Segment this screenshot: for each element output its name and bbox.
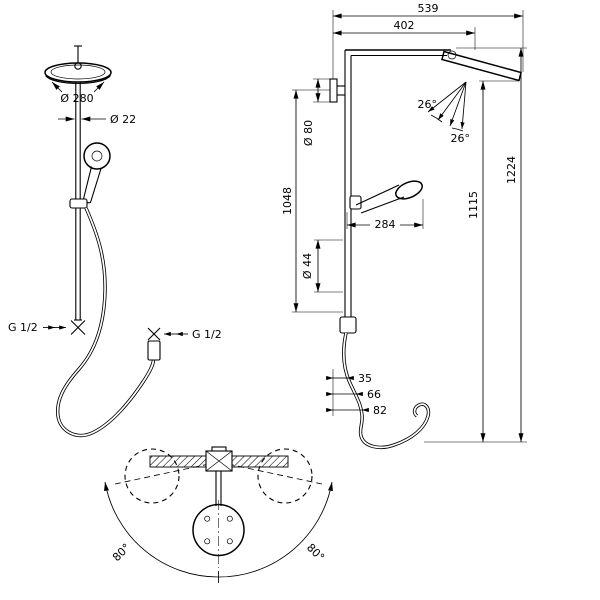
label-connection-right: G 1/2 — [192, 328, 222, 341]
dim-hose-depth-2: 66 — [367, 388, 381, 401]
wall-plate — [192, 503, 245, 557]
dim-pipe-diameter: Ø 22 — [110, 113, 136, 126]
shower-head-front — [44, 62, 112, 83]
screw-hole — [226, 538, 233, 545]
dim-riser-length: 1048 — [281, 187, 294, 215]
swivel-circle-left — [124, 448, 180, 504]
hand-shower-holder — [349, 195, 362, 210]
screw-hole — [204, 538, 211, 545]
hand-shower-front — [83, 142, 111, 170]
front-view: Ø 280 Ø 22 G 1/2 G 1/2 — [8, 45, 222, 438]
screw-hole — [226, 515, 233, 522]
hand-shower-side — [355, 184, 400, 206]
top-view: 80° 80° — [104, 446, 333, 583]
swivel-arc-left — [104, 481, 219, 578]
dim-spray-angle-lower: 26° — [451, 132, 471, 145]
dim-connector-diameter: Ø 44 — [301, 253, 314, 279]
dim-overall-projection: 539 — [418, 2, 439, 15]
dim-overall-height: 1224 — [505, 156, 518, 184]
shower-hose-side — [341, 332, 431, 449]
dim-hose-depth-3: 82 — [373, 404, 387, 417]
dim-handshower-projection: 284 — [375, 218, 396, 231]
screw-hole — [204, 515, 211, 522]
swivel-arc-right — [218, 481, 333, 578]
dim-swivel-right: 80° — [304, 541, 327, 564]
spray-lines — [427, 81, 467, 132]
dim-escutcheon-diameter: Ø 80 — [302, 120, 315, 146]
hose-nut — [147, 340, 161, 361]
label-connection-left: G 1/2 — [8, 321, 38, 334]
dim-spray-angle-upper: 26° — [418, 98, 438, 111]
hand-shower-handle — [82, 166, 102, 204]
valve-body — [339, 316, 357, 334]
dim-height-spray-face: 1115 — [467, 191, 480, 219]
wall-escutcheon — [329, 78, 338, 103]
dim-hose-depth-1: 35 — [358, 372, 372, 385]
side-view: 539 402 Ø 80 1048 Ø 44 1224 1115 — [281, 2, 527, 449]
dim-head-diameter: Ø 280 — [60, 92, 93, 105]
dim-swivel-left: 80° — [110, 541, 133, 564]
slider-clamp — [69, 198, 88, 209]
swivel-circle-right — [257, 448, 313, 504]
dim-arm-projection: 402 — [394, 19, 415, 32]
shower-head-side — [441, 50, 522, 82]
